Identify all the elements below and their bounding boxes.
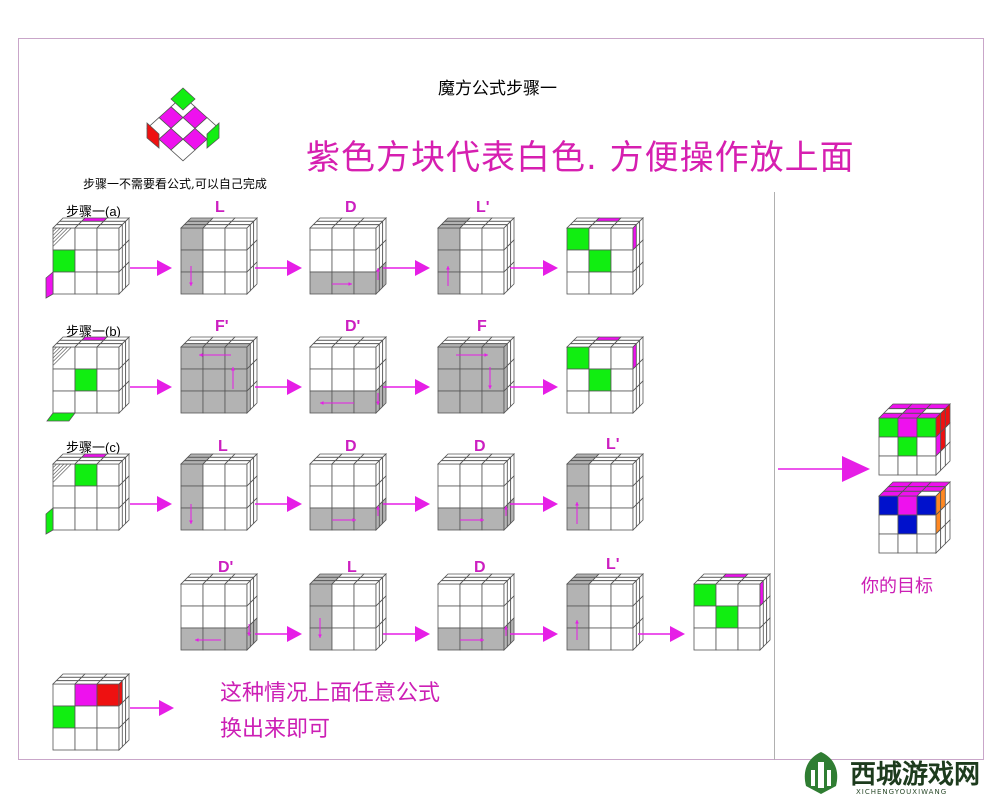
site-logo: 西城游戏网 XICHENGYOUXIWANG bbox=[796, 748, 996, 798]
step-arrow bbox=[130, 260, 172, 276]
cube-step bbox=[309, 573, 387, 651]
step-arrow bbox=[510, 626, 558, 642]
frame-top-border bbox=[18, 38, 984, 39]
cube-step bbox=[437, 217, 515, 295]
row-label-b: 步骤一(b) bbox=[66, 324, 121, 339]
step-arrow bbox=[130, 700, 174, 716]
step-note: 步骤一不需要看公式,可以自己完成 bbox=[83, 177, 267, 191]
cube-start bbox=[45, 453, 130, 535]
step-arrow bbox=[510, 260, 558, 276]
step-arrow bbox=[510, 496, 558, 512]
goal-arrow bbox=[778, 456, 870, 482]
cube-step bbox=[566, 453, 644, 531]
step-arrow bbox=[638, 626, 685, 642]
frame-right-border bbox=[983, 38, 984, 760]
move-label: L' bbox=[606, 556, 620, 573]
note-text-line1: 这种情况上面任意公式 bbox=[220, 681, 441, 706]
cube-special-case bbox=[52, 673, 130, 751]
step-arrow bbox=[255, 379, 302, 395]
step-arrow bbox=[383, 496, 430, 512]
move-label: L' bbox=[476, 199, 490, 216]
move-label: F' bbox=[215, 318, 229, 335]
step-arrow bbox=[130, 496, 172, 512]
move-label: F bbox=[477, 318, 487, 335]
goal-label: 你的目标 bbox=[861, 576, 933, 597]
cube-start bbox=[46, 336, 130, 422]
cube-start bbox=[45, 217, 130, 299]
cube-step bbox=[437, 573, 515, 651]
goal-cube-blue bbox=[878, 481, 951, 554]
move-label: L bbox=[215, 199, 225, 216]
cube-result bbox=[693, 573, 771, 651]
frame-bottom-border bbox=[18, 759, 984, 760]
goal-divider bbox=[774, 192, 775, 760]
row-label-c: 步骤一(c) bbox=[66, 440, 121, 455]
step-arrow bbox=[255, 496, 302, 512]
logo-subtext: XICHENGYOUXIWANG bbox=[856, 788, 948, 796]
step-arrow bbox=[130, 379, 172, 395]
logo-icon bbox=[804, 752, 838, 794]
cube-step bbox=[180, 453, 258, 531]
goal-cube-green bbox=[878, 403, 951, 476]
move-label: D' bbox=[345, 318, 361, 335]
move-label: D' bbox=[218, 559, 234, 576]
step-arrow bbox=[383, 626, 430, 642]
row-label-a: 步骤一(a) bbox=[66, 204, 121, 219]
cube-result bbox=[566, 336, 644, 414]
color-legend-headline: 紫色方块代表白色. 方便操作放上面 bbox=[306, 138, 855, 178]
step-arrow bbox=[510, 379, 558, 395]
cube-result bbox=[566, 217, 644, 295]
step-arrow bbox=[255, 626, 302, 642]
cube-step bbox=[437, 336, 515, 414]
move-label: L' bbox=[606, 436, 620, 453]
move-label: D bbox=[474, 559, 486, 576]
cube-step bbox=[437, 453, 515, 531]
cube-step bbox=[309, 453, 387, 531]
frame-left-border bbox=[18, 38, 19, 760]
step-arrow bbox=[383, 260, 430, 276]
move-label: L bbox=[218, 438, 228, 455]
cube-step bbox=[180, 573, 258, 651]
cube-step bbox=[180, 336, 258, 414]
cube-step bbox=[309, 336, 387, 414]
cube-step bbox=[180, 217, 258, 295]
note-text-line2: 换出来即可 bbox=[220, 717, 331, 742]
logo-text: 西城游戏网 bbox=[850, 760, 981, 790]
move-label: D bbox=[345, 199, 357, 216]
cube-step bbox=[309, 217, 387, 295]
move-label: D bbox=[345, 438, 357, 455]
move-label: D bbox=[474, 438, 486, 455]
step-arrow bbox=[383, 379, 430, 395]
reference-cube-top-view bbox=[146, 87, 220, 162]
cube-step bbox=[566, 573, 644, 651]
step-arrow bbox=[255, 260, 302, 276]
diagram-title: 魔方公式步骤一 bbox=[438, 79, 557, 99]
move-label: L bbox=[347, 559, 357, 576]
